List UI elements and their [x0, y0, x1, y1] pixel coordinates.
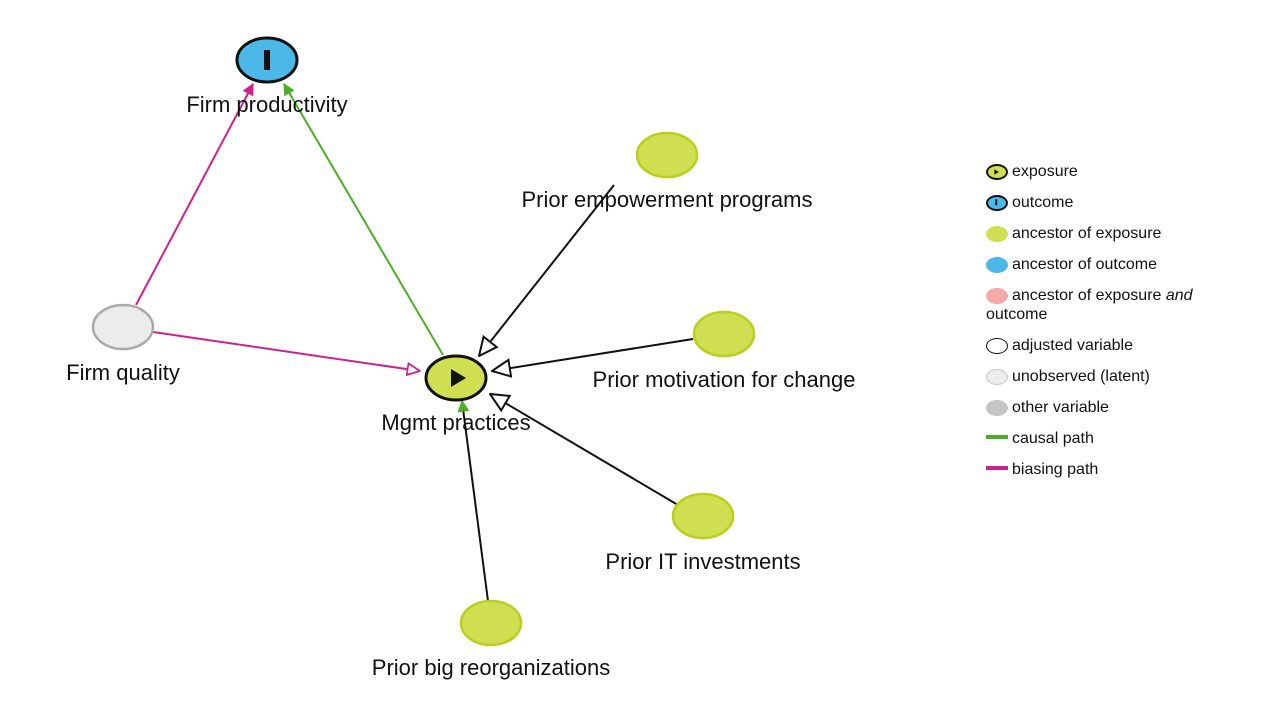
- legend-item-adjusted: adjusted variable: [986, 336, 1236, 355]
- legend-item-causal: causal path: [986, 429, 1236, 448]
- node-firm-productivity[interactable]: Firm productivity: [186, 36, 348, 117]
- latent-legend-icon: [986, 368, 1008, 385]
- adjusted-legend-icon: [986, 337, 1008, 354]
- legend-item-latent: unobserved (latent): [986, 367, 1236, 386]
- exposure-legend-icon: [986, 163, 1008, 180]
- legend-label-ancestor-outcome: ancestor of outcome: [1012, 256, 1157, 273]
- outcome-icon: [264, 50, 270, 70]
- legend-item-ancestor-outcome: ancestor of outcome: [986, 255, 1236, 274]
- legend-label-exposure: exposure: [1012, 163, 1078, 180]
- node-firm-quality[interactable]: Firm quality: [66, 303, 180, 385]
- node-label-mgmt-practices: Mgmt practices: [381, 410, 530, 435]
- outcome-legend-icon: [986, 194, 1008, 211]
- edge-firm-quality-to-firm-productivity: [135, 82, 254, 306]
- edge-prior-motivation-to-mgmt-practices: [492, 338, 694, 371]
- node-label-prior-empowerment-programs: Prior empowerment programs: [522, 187, 813, 212]
- legend-item-other: other variable: [986, 398, 1236, 417]
- edge-prior-reorg-to-mgmt-practices: [457, 399, 489, 602]
- legend-item-biasing: biasing path: [986, 460, 1236, 479]
- ancestor-exposure-legend-icon: [986, 225, 1008, 242]
- legend-label-outcome: outcome: [1012, 194, 1074, 211]
- legend-item-exposure: exposure: [986, 162, 1236, 181]
- legend-label-biasing: biasing path: [1012, 461, 1099, 478]
- node-prior-empowerment-programs[interactable]: Prior empowerment programs: [522, 131, 813, 212]
- legend-item-ancestor-exposure: ancestor of exposure: [986, 224, 1236, 243]
- legend: exposure outcome ancestor of exposure an…: [986, 162, 1236, 491]
- edge-prior-empowerment-to-mgmt-practices: [479, 184, 615, 356]
- legend-label-ancestor-both-outcome: outcome: [986, 306, 1048, 323]
- legend-label-ancestor-both: ancestor of exposure: [1012, 287, 1166, 304]
- legend-label-adjusted: adjusted variable: [1012, 337, 1133, 354]
- node-label-firm-productivity: Firm productivity: [186, 92, 347, 117]
- node-label-prior-motivation-for-change: Prior motivation for change: [593, 367, 856, 392]
- other-legend-icon: [986, 399, 1008, 416]
- node-label-prior-big-reorganizations: Prior big reorganizations: [372, 655, 610, 680]
- edge-prior-it-to-mgmt-practices: [490, 394, 679, 506]
- exposure-icon: [451, 369, 466, 387]
- legend-item-outcome: outcome: [986, 193, 1236, 212]
- edge-mgmt-practices-to-firm-productivity: [283, 82, 444, 356]
- biasing-path-legend-icon: [986, 466, 1008, 471]
- node-prior-big-reorganizations[interactable]: Prior big reorganizations: [372, 599, 610, 680]
- causal-path-legend-icon: [986, 435, 1008, 440]
- node-prior-motivation-for-change[interactable]: Prior motivation for change: [593, 310, 856, 392]
- node-label-prior-it-investments: Prior IT investments: [605, 549, 800, 574]
- ancestor-outcome-legend-icon: [986, 256, 1008, 273]
- ancestor-both-legend-icon: [986, 287, 1008, 304]
- legend-label-ancestor-exposure: ancestor of exposure: [1012, 225, 1162, 242]
- edge-firm-quality-to-mgmt-practices: [152, 331, 420, 371]
- node-mgmt-practices[interactable]: Mgmt practices: [381, 354, 531, 435]
- legend-label-ancestor-both-em: and: [1165, 287, 1193, 304]
- legend-item-ancestor-both: ancestor of exposure and outcome: [986, 286, 1236, 324]
- node-prior-it-investments[interactable]: Prior IT investments: [605, 492, 801, 574]
- legend-label-latent: unobserved (latent): [1012, 368, 1150, 385]
- node-label-firm-quality: Firm quality: [66, 360, 180, 385]
- legend-label-other: other variable: [1012, 399, 1109, 416]
- legend-label-causal: causal path: [1012, 430, 1094, 447]
